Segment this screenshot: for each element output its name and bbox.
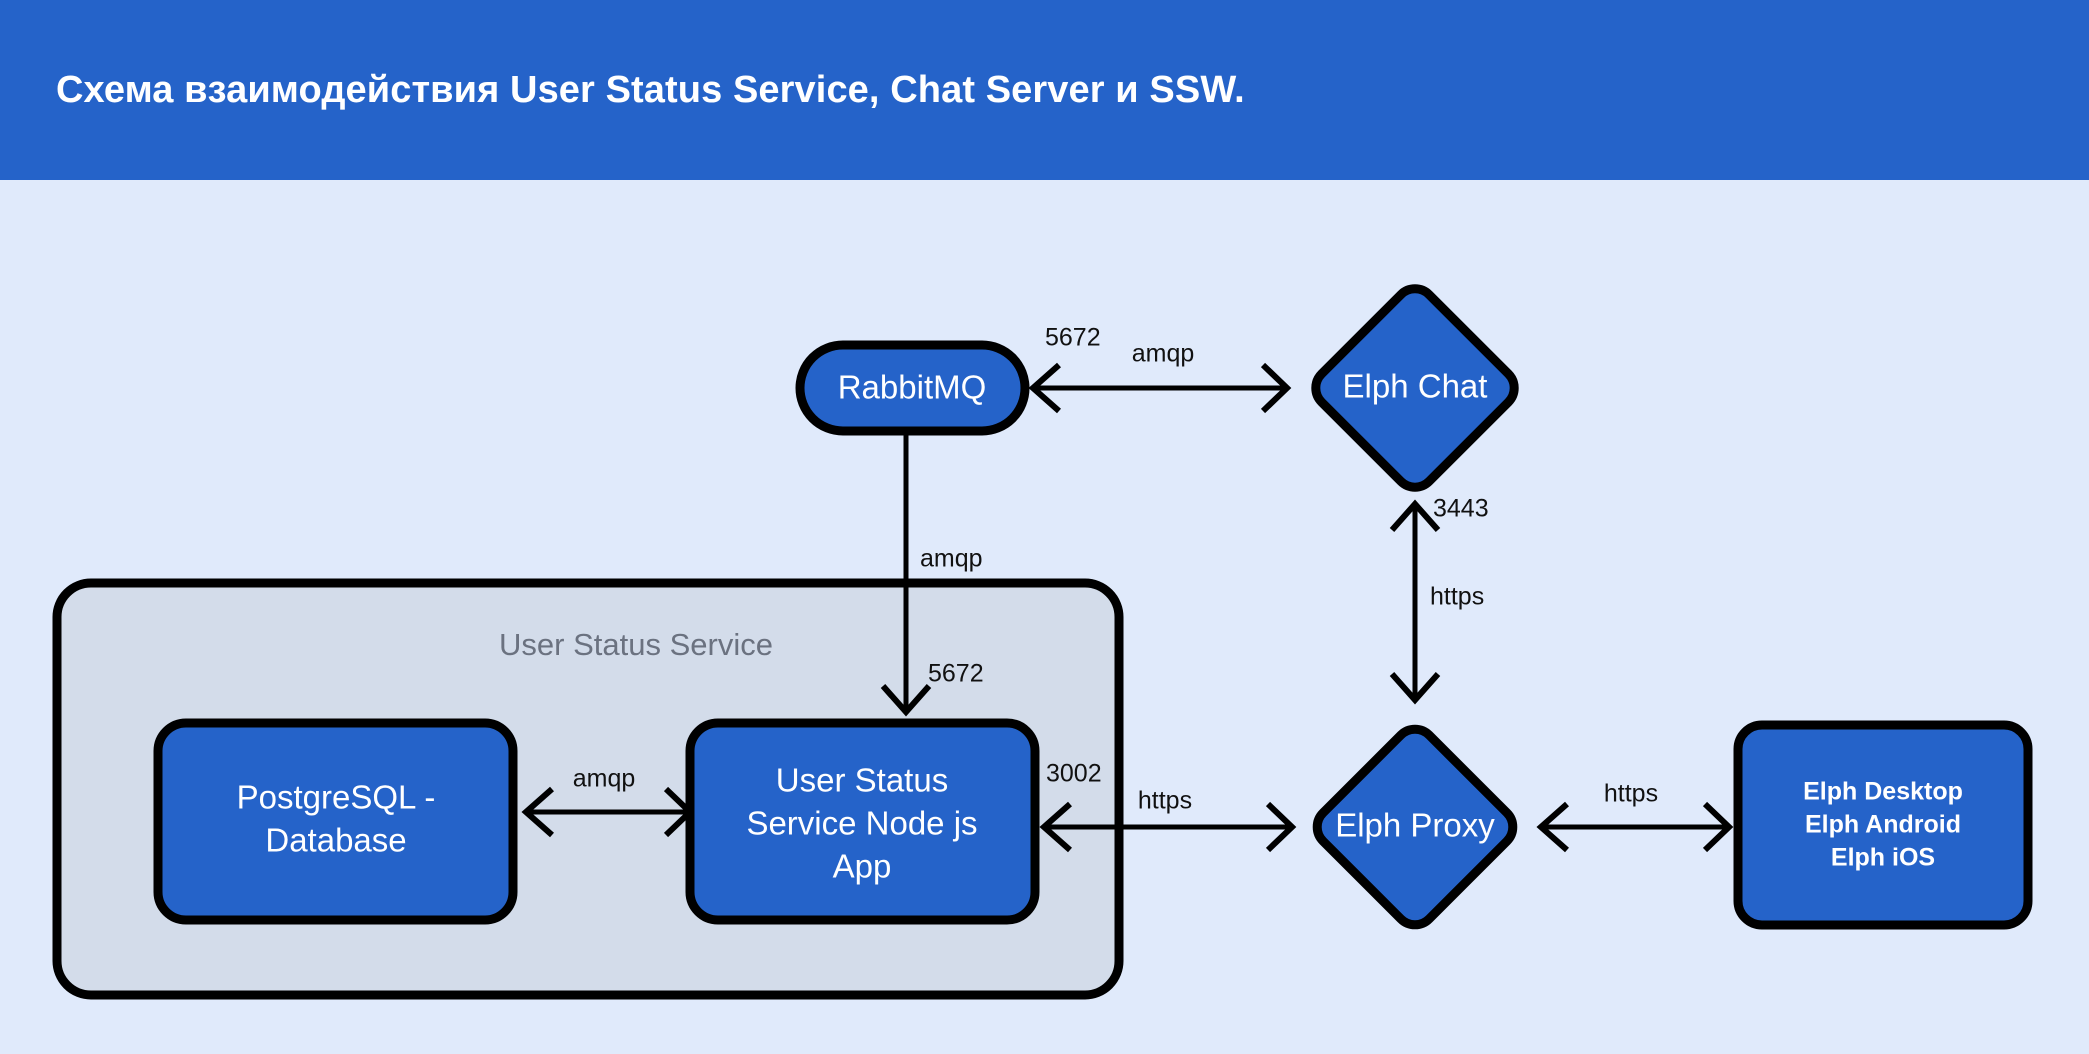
node-elph-proxy[interactable]: Elph Proxy [1309,721,1521,933]
node-elph-chat[interactable]: Elph Chat [1308,281,1523,496]
arrowhead-left [1039,801,1072,853]
node-shape-border [1312,724,1518,930]
node-shape-fill [1738,725,2028,925]
edge-label-port: 5672 [1045,324,1101,352]
edge-label-protocol: https [1138,787,1192,815]
edge-label-protocol: amqp [573,765,636,793]
arrowhead-up [1389,499,1441,532]
node-shape-border [1311,284,1519,492]
node-elph-clients[interactable]: Elph Desktop Elph Android Elph iOS [1733,720,2033,930]
edge-label-protocol: amqp [1132,340,1195,368]
edge-label-protocol: https [1430,583,1484,611]
edge-rabbitmq-elph-chat: 5672 amqp [1028,324,1292,414]
node-shape-border [795,340,1030,436]
node-label-line2: Elph Android [1805,811,1961,839]
arrowhead-left [1536,801,1569,853]
node-shape-border [153,718,518,925]
node-shape-fill [800,345,1025,431]
node-shape-border [1733,720,2033,930]
node-shape-border [685,718,1040,925]
node-shape-fill [158,723,513,920]
node-rabbitmq[interactable]: RabbitMQ [795,340,1030,436]
node-label-line1: PostgreSQL - [237,779,436,816]
arrowhead-down [1389,672,1441,705]
edge-label-port: 3002 [1046,760,1102,788]
node-label: Elph Proxy [1335,807,1495,844]
edge-elph-proxy-clients: https [1536,780,1734,853]
edge-label-port: 5672 [928,660,984,688]
arrowhead-right [1702,801,1734,853]
node-shape-fill [1317,729,1513,925]
node-label-line3: Elph iOS [1831,844,1935,872]
node-label-line2: Service Node js [746,805,977,842]
edge-label-protocol: https [1604,780,1658,808]
node-shape-fill [690,723,1035,920]
edge-label-protocol: amqp [920,545,983,573]
group-label: User Status Service [499,627,773,662]
page-title: Схема взаимодействия User Status Service… [56,68,1245,111]
node-label-line2: Database [265,822,406,859]
group-border [52,578,1124,1000]
edge-label-port: 3443 [1433,495,1489,523]
node-postgres[interactable]: PostgreSQL - Database [153,718,518,925]
diagram-svg: User Status Service amqp 5672 5672 amqp [52,281,2033,1000]
node-shape-fill [1315,288,1515,488]
node-user-status-service-app[interactable]: User Status Service Node js App [685,718,1040,925]
node-label: RabbitMQ [838,369,987,406]
header-band [0,0,2089,180]
node-label: Elph Chat [1343,368,1488,405]
arrowhead-right [1265,801,1297,853]
arrowhead-down [880,684,932,717]
edge-elph-chat-elph-proxy: 3443 https [1389,495,1489,705]
arrowhead-left [521,786,554,838]
node-label-line3: App [833,848,892,885]
diagram-canvas: User Status Service amqp 5672 5672 amqp [0,180,2089,1054]
node-label-line1: User Status [776,762,948,799]
arrowhead-right [1260,362,1292,414]
arrowhead-left [1028,362,1061,414]
edge-node-app-elph-proxy: 3002 https [1039,760,1297,853]
node-label-line1: Elph Desktop [1803,778,1963,806]
